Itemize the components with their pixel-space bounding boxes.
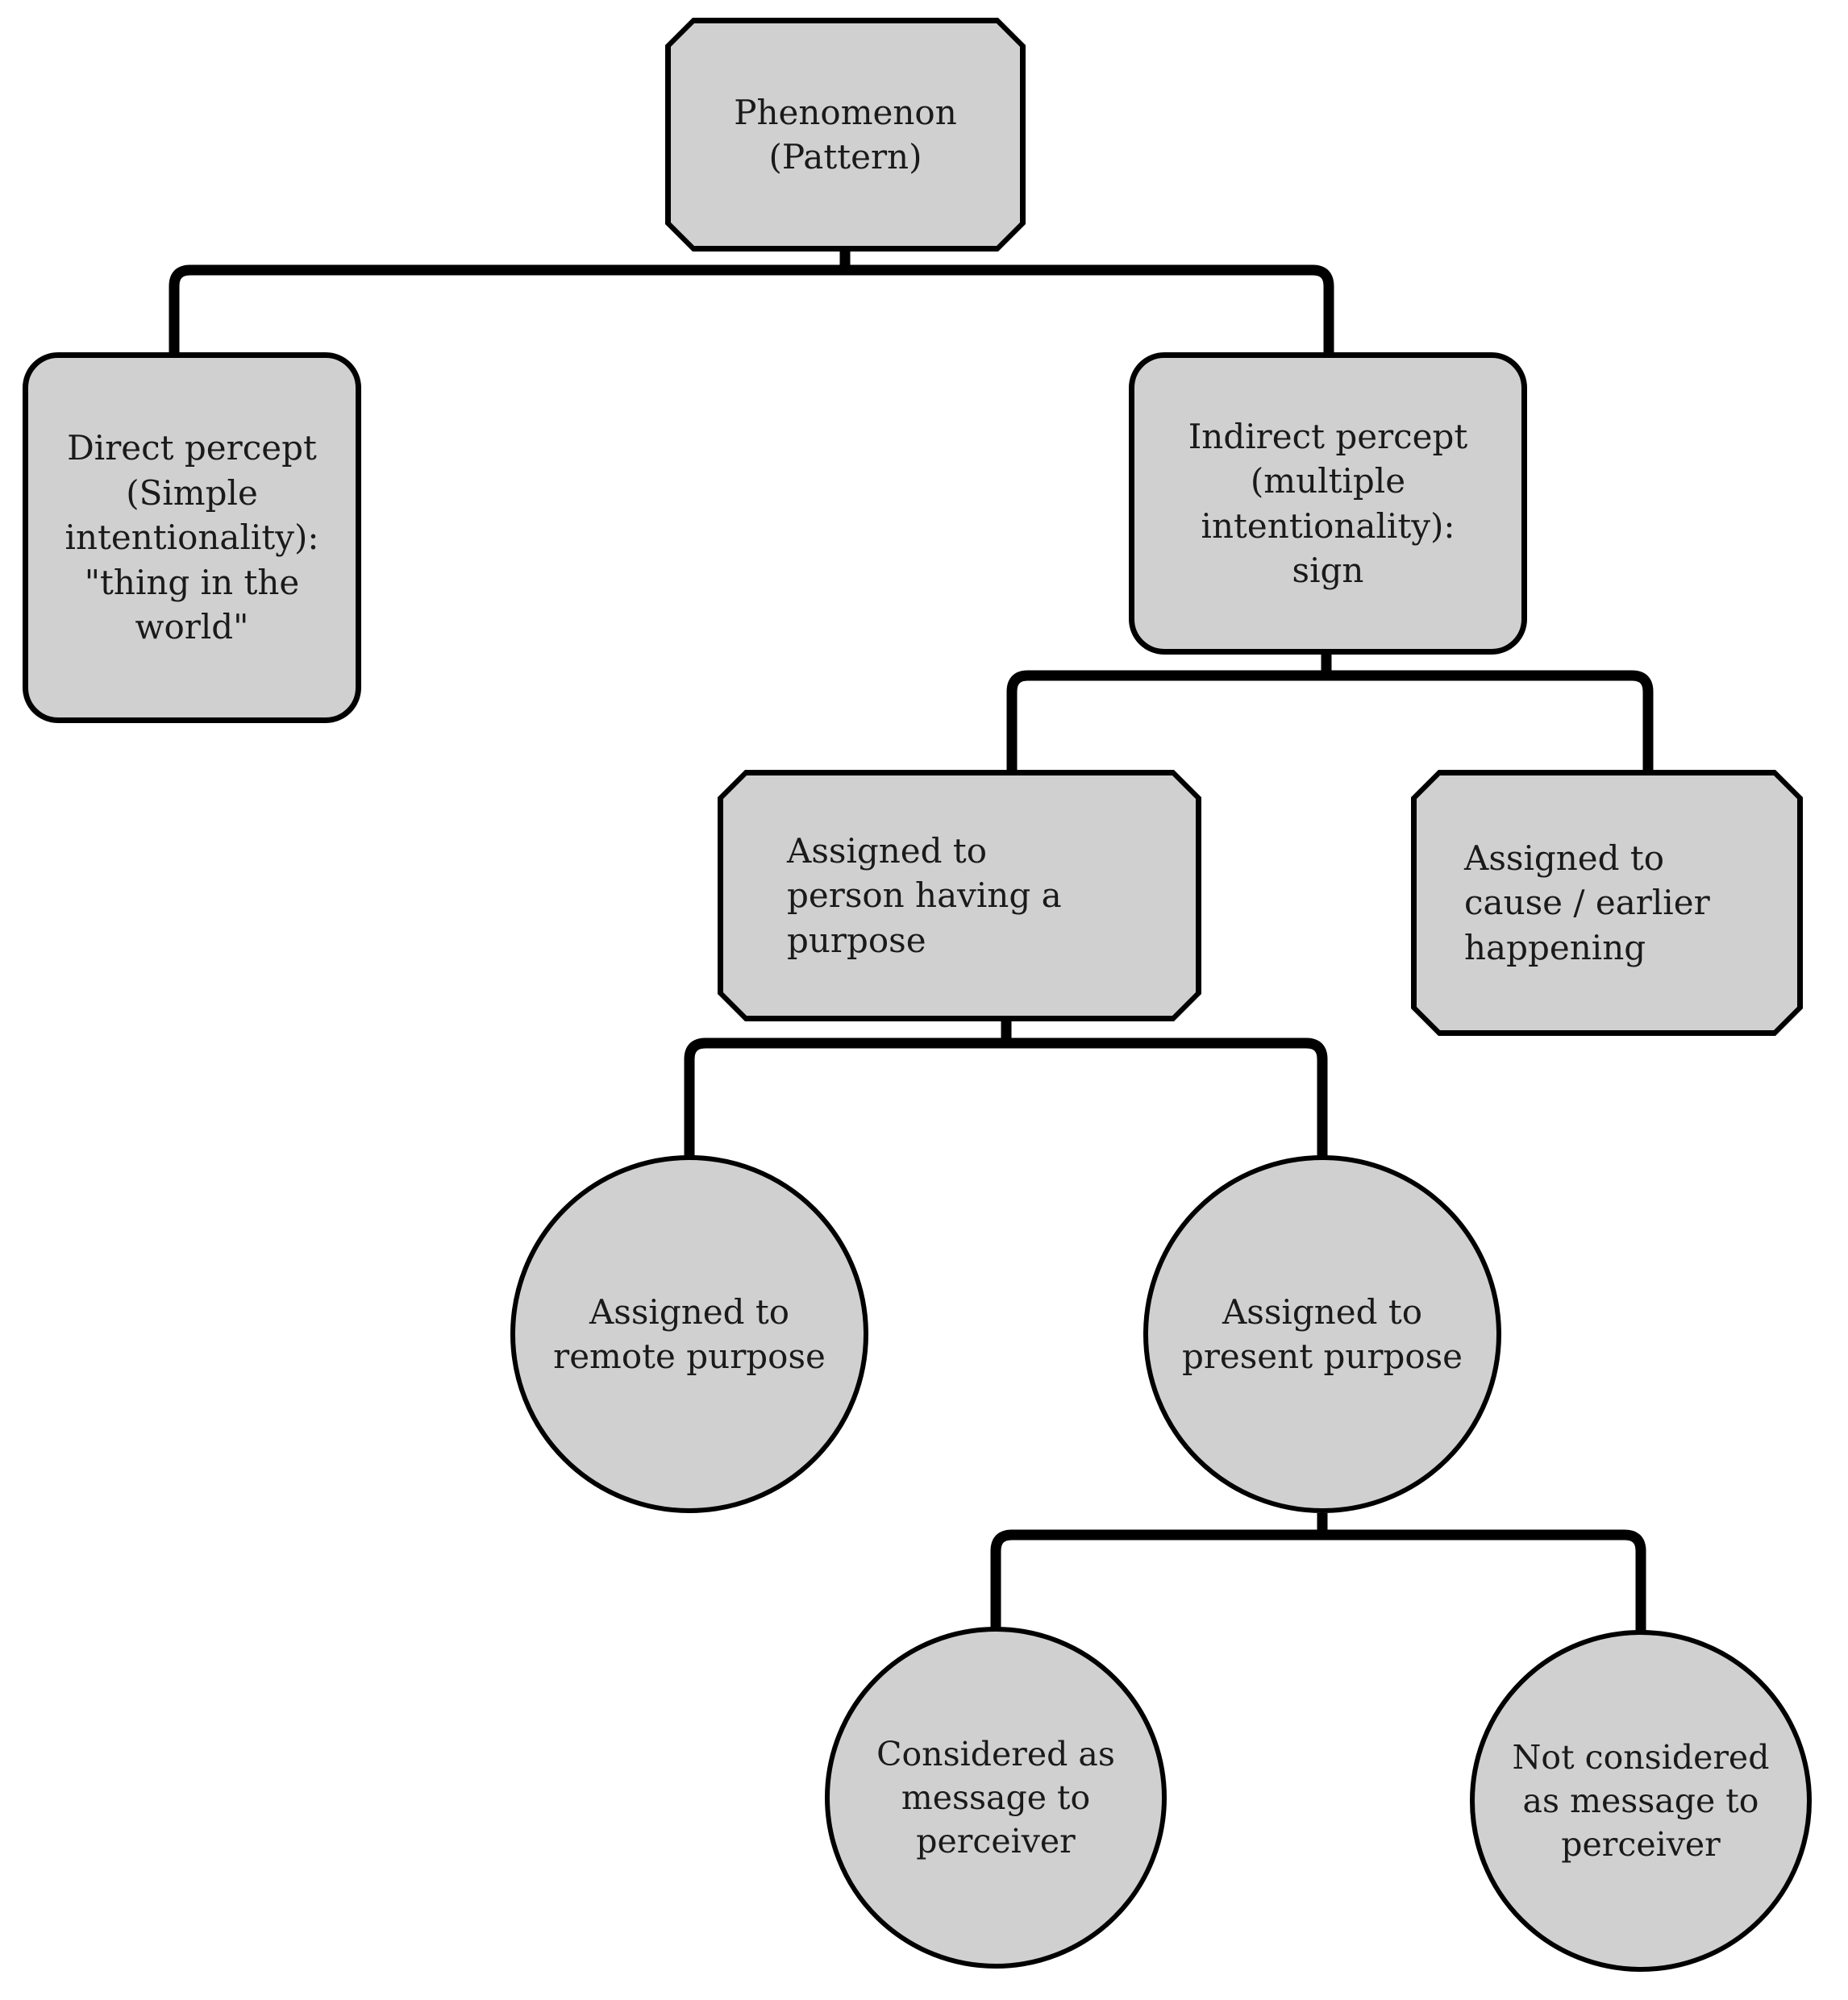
edge-present-to-not-considered bbox=[1322, 1529, 1646, 1638]
node-not-considered-as-message-label: Not considered as message to perceiver bbox=[1512, 1737, 1770, 1865]
edge-indirect-to-cause bbox=[1326, 670, 1654, 770]
node-assigned-to-person-label: Assigned to person having a purpose bbox=[787, 830, 1062, 960]
node-indirect-percept[interactable]: Indirect percept (multiple intentionalit… bbox=[1129, 352, 1527, 655]
edge-indirect-to-person bbox=[1006, 670, 1326, 770]
node-assigned-to-cause-label: Assigned to cause / earlier happening bbox=[1464, 838, 1710, 967]
node-present-purpose[interactable]: Assigned to present purpose bbox=[1143, 1155, 1501, 1513]
node-present-purpose-label: Assigned to present purpose bbox=[1181, 1291, 1463, 1376]
node-remote-purpose[interactable]: Assigned to remote purpose bbox=[510, 1155, 868, 1513]
node-remote-purpose-label: Assigned to remote purpose bbox=[553, 1291, 826, 1376]
edge-person-to-present bbox=[1006, 1037, 1328, 1161]
node-direct-percept-label: Direct percept (Simple intentionality): … bbox=[65, 428, 319, 647]
octagon-fill bbox=[1417, 775, 1797, 1030]
edge-person-to-remote bbox=[684, 1037, 1006, 1161]
node-assigned-to-cause[interactable]: Assigned to cause / earlier happening bbox=[1411, 770, 1803, 1036]
node-considered-as-message-label: Considered as message to perceiver bbox=[876, 1734, 1115, 1861]
node-phenomenon-label: Phenomenon (Pattern) bbox=[734, 92, 957, 177]
edge-phenomenon-to-direct bbox=[169, 264, 845, 352]
octagon-fill bbox=[723, 775, 1196, 1016]
node-considered-as-message[interactable]: Considered as message to perceiver bbox=[825, 1627, 1167, 1969]
edge-phenomenon-to-indirect bbox=[845, 264, 1334, 352]
node-direct-percept[interactable]: Direct percept (Simple intentionality): … bbox=[23, 352, 361, 723]
node-phenomenon[interactable]: Phenomenon (Pattern) bbox=[665, 18, 1026, 252]
node-indirect-percept-label: Indirect percept (multiple intentionalit… bbox=[1188, 416, 1468, 590]
node-not-considered-as-message[interactable]: Not considered as message to perceiver bbox=[1470, 1630, 1812, 1972]
node-assigned-to-person[interactable]: Assigned to person having a purpose bbox=[718, 770, 1201, 1021]
octagon-fill bbox=[671, 23, 1020, 246]
edge-present-to-considered bbox=[990, 1529, 1322, 1635]
